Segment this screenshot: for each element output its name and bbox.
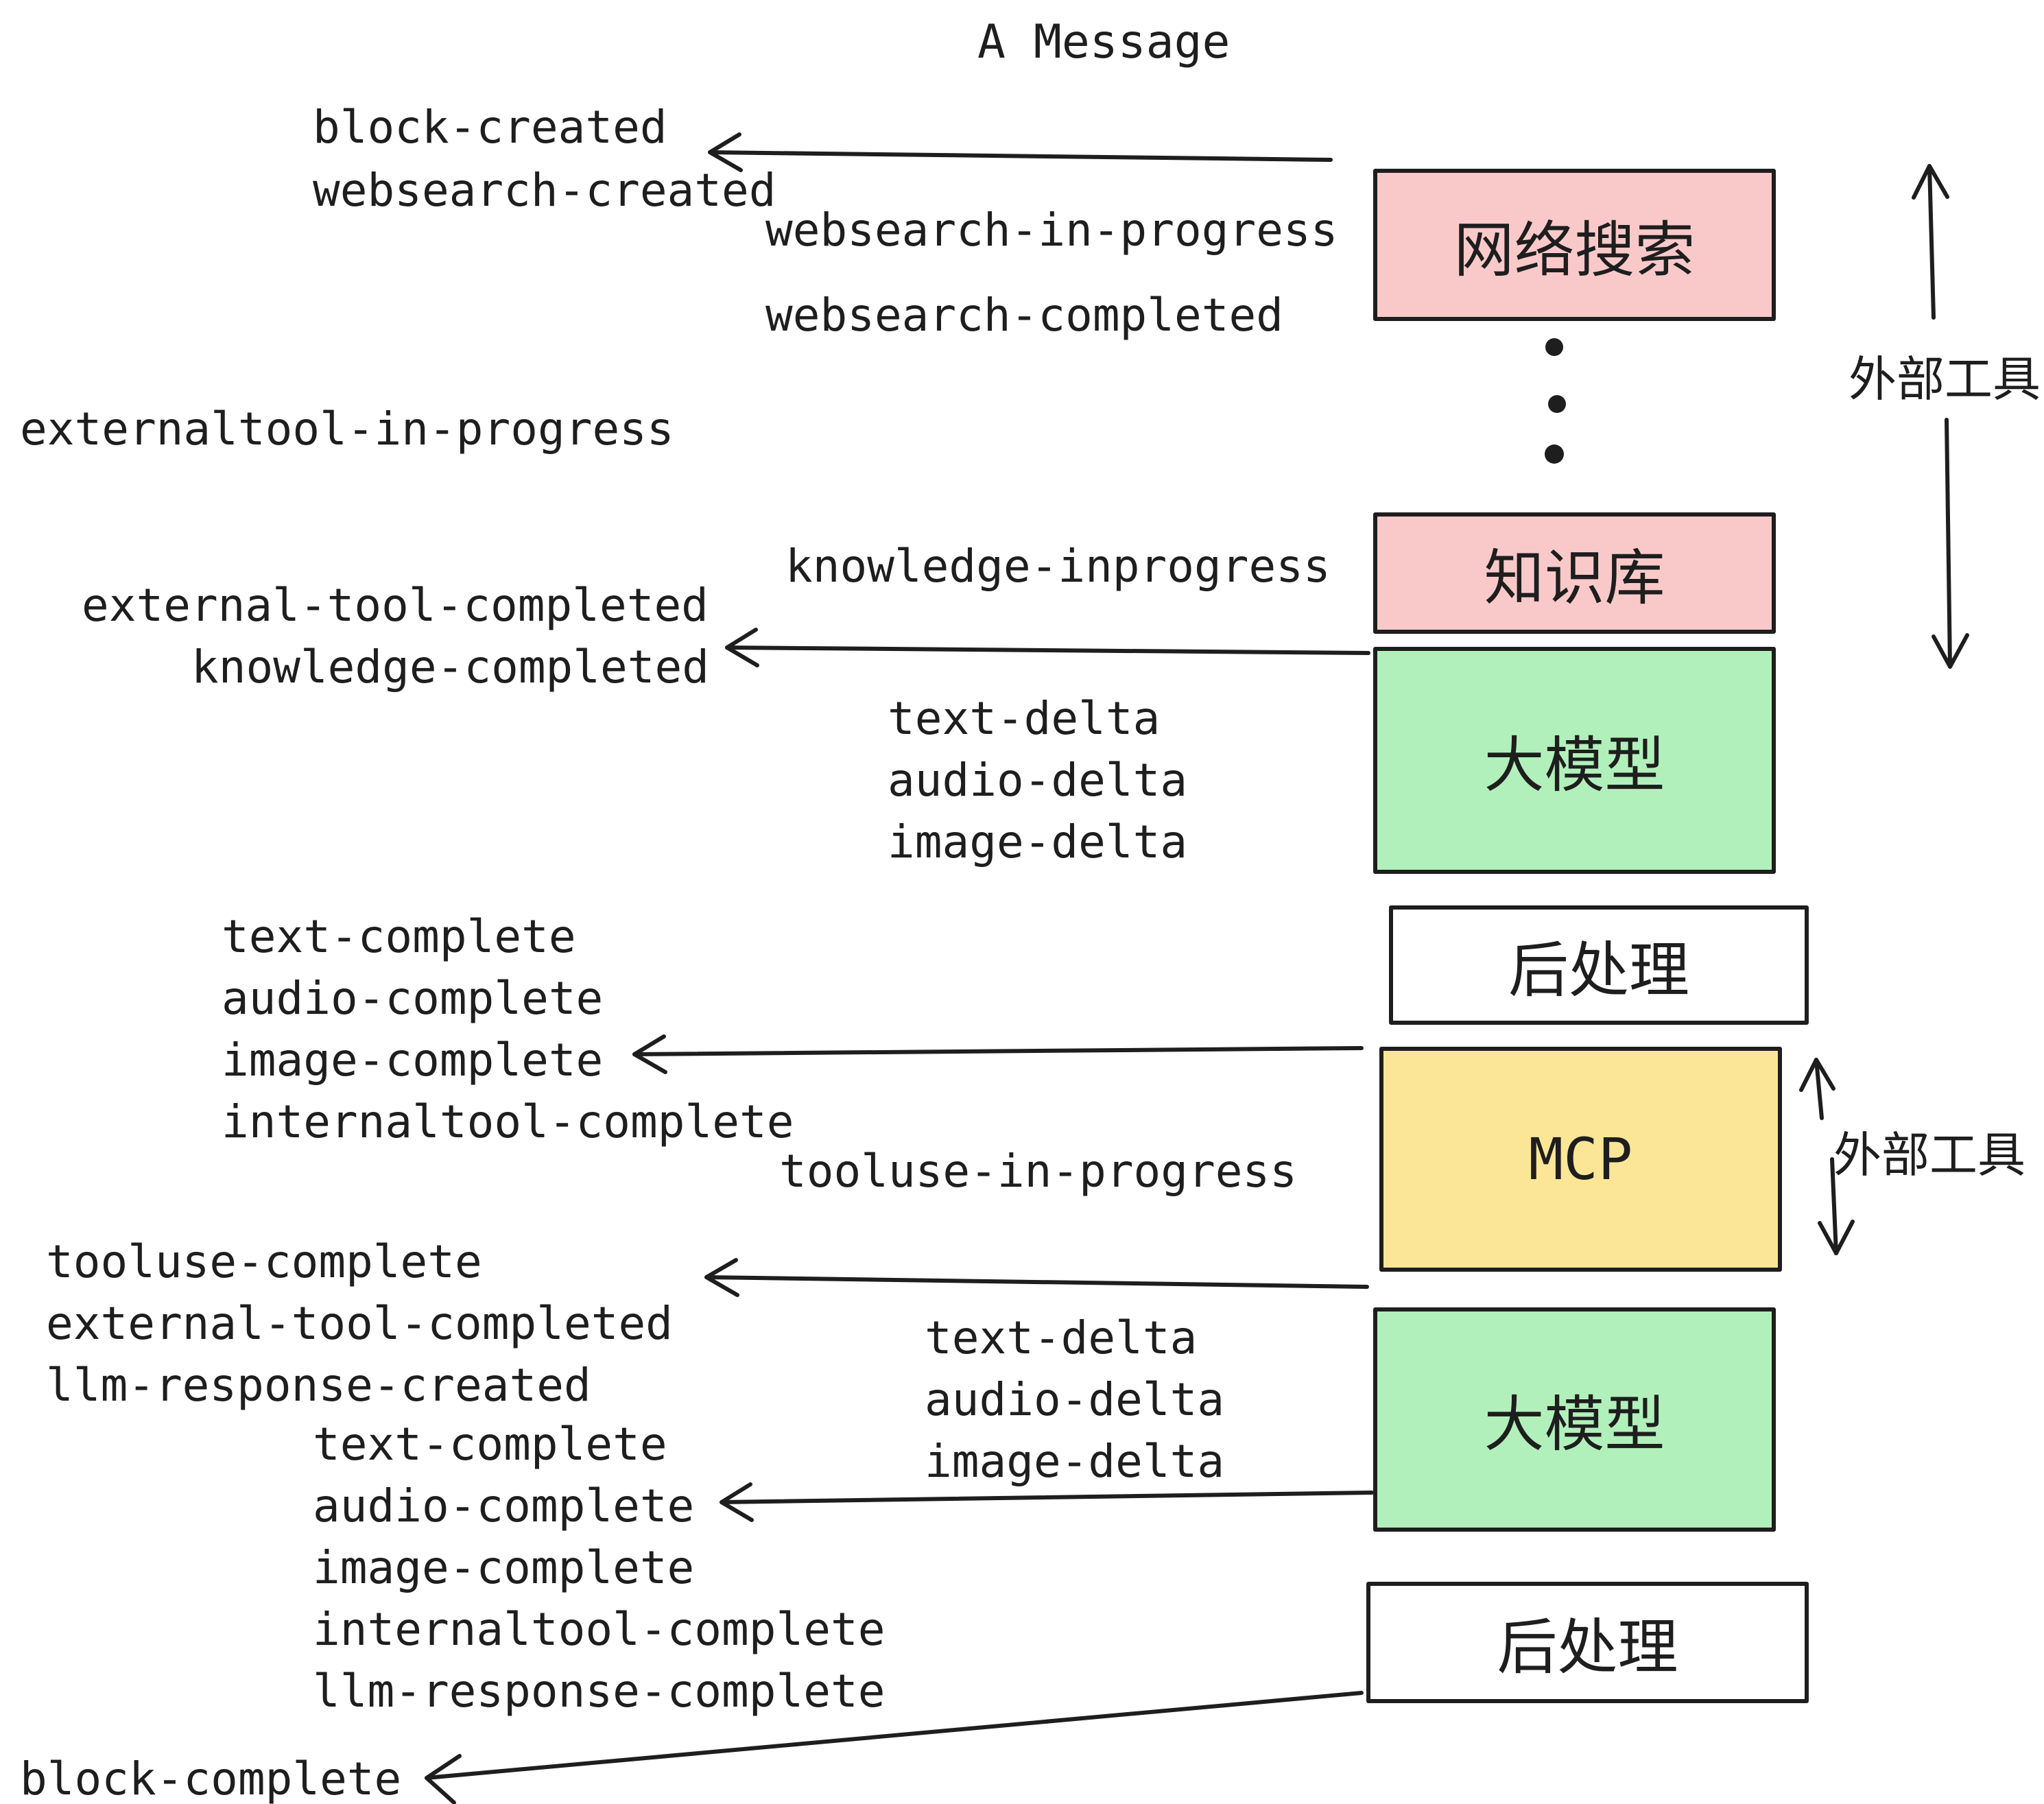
event-websearch-completed: websearch-completed bbox=[765, 289, 1283, 342]
event-internaltool-complete: internaltool-complete bbox=[222, 1095, 794, 1148]
event-image-delta-2: image-delta bbox=[925, 1435, 1225, 1488]
event-external-tool-completed: external-tool-completed bbox=[82, 579, 709, 632]
event-image-delta: image-delta bbox=[888, 816, 1188, 868]
box-websearch: 网络搜索 bbox=[1373, 169, 1776, 321]
arrow-tooluse-complete bbox=[704, 1258, 1369, 1297]
box-postprocess-2-label: 后处理 bbox=[1497, 1613, 1678, 1681]
box-knowledge-label: 知识库 bbox=[1484, 544, 1665, 612]
event-websearch-created: websearch-created bbox=[313, 164, 776, 217]
box-postprocess-2: 后处理 bbox=[1366, 1582, 1809, 1703]
event-llm-response-created: llm-response-created bbox=[46, 1359, 591, 1412]
event-external-tool-completed-2: external-tool-completed bbox=[46, 1297, 673, 1350]
event-internaltool-complete-2: internaltool-complete bbox=[313, 1603, 886, 1656]
event-knowledge-completed: knowledge-completed bbox=[191, 641, 709, 693]
box-postprocess-1: 后处理 bbox=[1389, 905, 1809, 1025]
box-llm-1-label: 大模型 bbox=[1484, 731, 1665, 799]
box-mcp: MCP bbox=[1379, 1047, 1782, 1272]
event-audio-complete: audio-complete bbox=[222, 972, 604, 1025]
arrow-audio-complete bbox=[720, 1482, 1374, 1522]
event-audio-complete-2: audio-complete bbox=[313, 1480, 695, 1532]
event-text-complete: text-complete bbox=[222, 910, 576, 963]
event-image-complete: image-complete bbox=[222, 1034, 604, 1087]
event-text-delta-2: text-delta bbox=[925, 1312, 1198, 1364]
event-text-delta: text-delta bbox=[888, 692, 1161, 745]
box-llm-2-label: 大模型 bbox=[1484, 1390, 1665, 1458]
box-knowledge: 知识库 bbox=[1373, 512, 1776, 634]
event-externaltool-in-progress: externaltool-in-progress bbox=[20, 403, 674, 455]
ellipsis-dots bbox=[1545, 338, 1566, 464]
diagram-title: A Message bbox=[977, 15, 1231, 69]
external-tools-label-2: 外部工具 bbox=[1833, 1128, 2025, 1182]
external-tools-down-arrow-1 bbox=[1932, 418, 1969, 669]
event-tooluse-in-progress: tooluse-in-progress bbox=[779, 1145, 1297, 1198]
event-tooluse-complete: tooluse-complete bbox=[46, 1235, 482, 1288]
arrow-knowledge-completed bbox=[725, 628, 1370, 667]
event-text-complete-2: text-complete bbox=[313, 1418, 667, 1471]
box-llm-1: 大模型 bbox=[1373, 647, 1776, 874]
event-websearch-in-progress: websearch-in-progress bbox=[765, 204, 1338, 257]
external-tools-up-arrow-1 bbox=[1912, 164, 1949, 320]
event-image-complete-2: image-complete bbox=[313, 1541, 695, 1594]
arrow-image-complete bbox=[632, 1034, 1364, 1074]
arrow-websearch-created bbox=[708, 132, 1333, 172]
box-postprocess-1-label: 后处理 bbox=[1508, 936, 1689, 1004]
event-audio-delta-2: audio-delta bbox=[925, 1373, 1225, 1426]
event-block-complete: block-complete bbox=[20, 1753, 402, 1804]
external-tools-label-1: 外部工具 bbox=[1849, 353, 2041, 406]
box-websearch-label: 网络搜索 bbox=[1453, 215, 1696, 284]
box-llm-2: 大模型 bbox=[1373, 1307, 1776, 1532]
event-audio-delta: audio-delta bbox=[888, 754, 1188, 807]
external-tools-up-arrow-2 bbox=[1799, 1058, 1835, 1120]
event-llm-response-complete: llm-response-complete bbox=[313, 1665, 886, 1718]
event-knowledge-inprogress: knowledge-inprogress bbox=[785, 540, 1331, 593]
event-block-created: block-created bbox=[313, 101, 667, 154]
box-mcp-label: MCP bbox=[1528, 1126, 1633, 1193]
